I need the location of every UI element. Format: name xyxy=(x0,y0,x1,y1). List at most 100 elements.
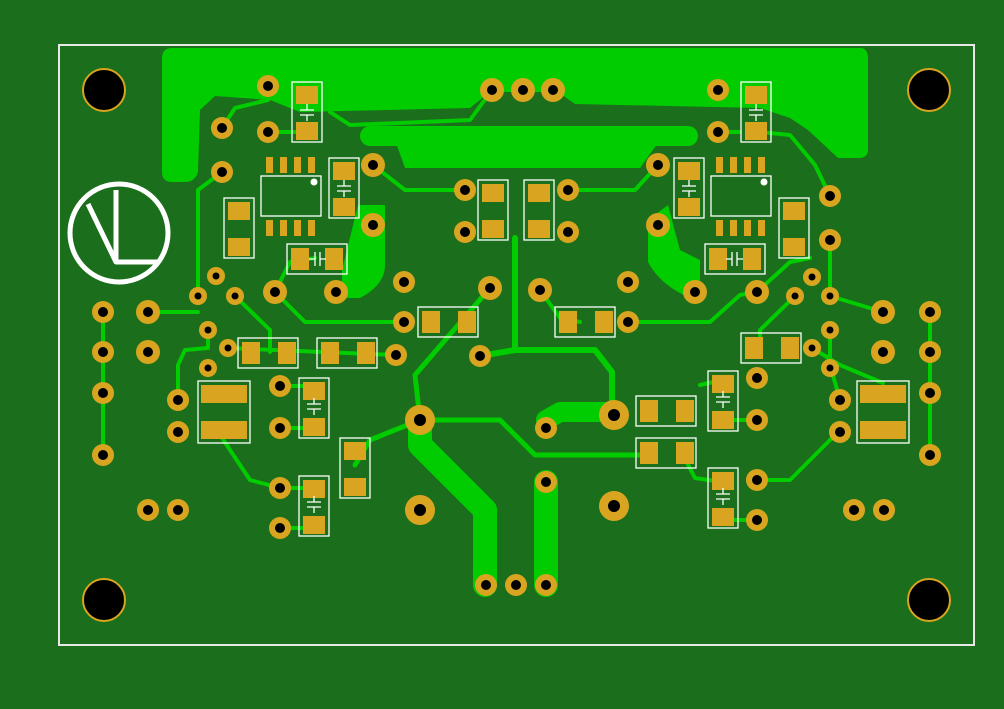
drill-hole xyxy=(331,287,341,297)
ic-left-pin1-dot xyxy=(310,178,318,186)
drill-hole xyxy=(608,409,620,421)
drill-hole xyxy=(173,427,183,437)
drill-hole xyxy=(487,85,497,95)
drill-hole xyxy=(399,277,409,287)
drill-hole xyxy=(826,326,834,334)
drill-hole xyxy=(713,127,723,137)
drill-hole xyxy=(808,273,816,281)
drill-hole xyxy=(925,307,935,317)
mounting-hole-top-left xyxy=(82,68,126,112)
smd-pads xyxy=(201,86,906,534)
drill-hole xyxy=(224,344,232,352)
mounting-hole-bottom-right xyxy=(907,578,951,622)
drill-hole xyxy=(878,307,888,317)
drill-hole xyxy=(231,292,239,300)
ic-left-outline xyxy=(260,175,322,217)
drill-hole xyxy=(752,475,762,485)
copper-pour-center xyxy=(395,140,660,168)
drill-hole xyxy=(826,364,834,372)
drill-hole xyxy=(535,285,545,295)
drill-hole xyxy=(752,415,762,425)
drill-hole xyxy=(194,292,202,300)
drill-hole xyxy=(143,307,153,317)
ic-right-outline xyxy=(710,175,772,217)
drill-hole xyxy=(752,515,762,525)
ic-right-pin1-dot xyxy=(760,178,768,186)
drill-hole xyxy=(98,388,108,398)
drill-hole xyxy=(368,220,378,230)
drill-hole xyxy=(752,287,762,297)
drill-hole xyxy=(925,450,935,460)
board-outline xyxy=(58,44,975,646)
copper-pour-top xyxy=(162,48,868,182)
drill-hole xyxy=(826,292,834,300)
drill-hole xyxy=(391,350,401,360)
drill-hole xyxy=(275,483,285,493)
drill-hole xyxy=(608,500,620,512)
drill-hole xyxy=(808,344,816,352)
drill-hole xyxy=(878,347,888,357)
drill-hole xyxy=(835,395,845,405)
drill-hole xyxy=(204,364,212,372)
drill-hole xyxy=(275,381,285,391)
drill-hole xyxy=(217,123,227,133)
drill-hole xyxy=(752,373,762,383)
drill-hole xyxy=(414,504,426,516)
drill-hole xyxy=(98,347,108,357)
drill-hole xyxy=(835,427,845,437)
drill-hole xyxy=(623,277,633,287)
drill-hole xyxy=(925,388,935,398)
through-hole-pads xyxy=(92,75,941,596)
drill-hole xyxy=(275,423,285,433)
drill-hole xyxy=(541,580,551,590)
drill-hole xyxy=(98,450,108,460)
drill-hole xyxy=(399,317,409,327)
drill-hole xyxy=(217,167,227,177)
drill-hole xyxy=(623,317,633,327)
drill-hole xyxy=(414,414,426,426)
drill-hole xyxy=(275,523,285,533)
drill-hole xyxy=(270,287,280,297)
drill-hole xyxy=(485,283,495,293)
drill-hole xyxy=(518,85,528,95)
drill-hole xyxy=(713,85,723,95)
drill-hole xyxy=(475,351,485,361)
drill-hole xyxy=(212,272,220,280)
drill-hole xyxy=(173,505,183,515)
copper-traces xyxy=(101,88,932,597)
drill-hole xyxy=(143,347,153,357)
drill-hole xyxy=(653,160,663,170)
drill-hole xyxy=(825,235,835,245)
drill-hole xyxy=(879,505,889,515)
drill-hole xyxy=(690,287,700,297)
vl-logo-icon xyxy=(67,181,171,285)
drill-hole xyxy=(541,477,551,487)
drill-hole xyxy=(791,292,799,300)
drill-hole xyxy=(368,160,378,170)
drill-hole xyxy=(98,307,108,317)
drill-hole xyxy=(143,505,153,515)
drill-hole xyxy=(548,85,558,95)
silkscreen-outlines xyxy=(197,81,910,537)
mounting-hole-top-right xyxy=(907,68,951,112)
drill-hole xyxy=(653,220,663,230)
drill-hole xyxy=(925,347,935,357)
drill-hole xyxy=(541,423,551,433)
drill-hole xyxy=(849,505,859,515)
drill-hole xyxy=(481,580,491,590)
drill-hole xyxy=(204,326,212,334)
drill-hole xyxy=(173,395,183,405)
drill-hole xyxy=(263,127,273,137)
drill-hole xyxy=(825,191,835,201)
mounting-holes xyxy=(82,68,951,622)
drill-hole xyxy=(563,185,573,195)
capacitor-symbols xyxy=(300,104,763,513)
drill-hole xyxy=(460,185,470,195)
drill-hole xyxy=(511,580,521,590)
mounting-hole-bottom-left xyxy=(82,578,126,622)
drill-hole xyxy=(263,81,273,91)
drill-hole xyxy=(460,227,470,237)
drill-hole xyxy=(563,227,573,237)
